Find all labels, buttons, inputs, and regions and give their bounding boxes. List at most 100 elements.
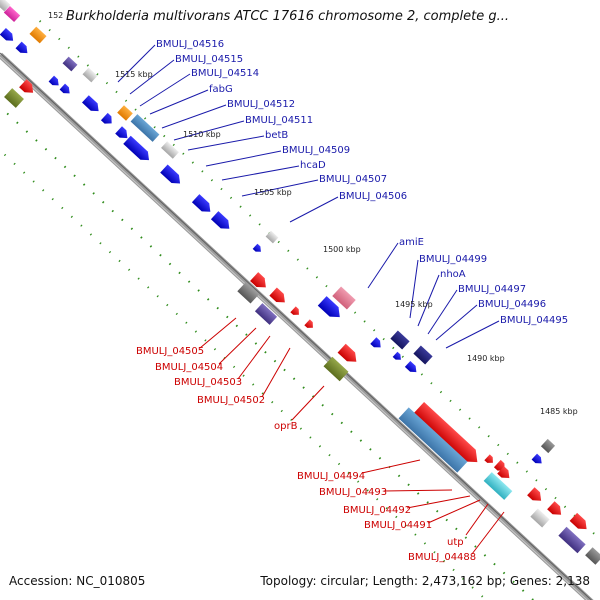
gene-arrow-av-shape <box>547 501 562 515</box>
gene-label-bmulj-04497[interactable]: BMULJ_04497 <box>458 284 527 295</box>
gc-dot-2 <box>481 595 484 598</box>
gc-dot-1 <box>455 527 458 531</box>
gene-arrow-a-shape <box>0 27 14 41</box>
gc-dot-1 <box>25 130 29 133</box>
gene-arrow-k <box>210 211 230 229</box>
gene-arrow-b <box>15 41 28 54</box>
gene-label-bmulj-04491[interactable]: BMULJ_04491 <box>364 520 433 531</box>
gene-label-bmulj-04515[interactable]: BMULJ_04515 <box>175 54 244 65</box>
gene-arrow-g <box>115 126 128 139</box>
gc-dot-2 <box>42 189 45 192</box>
leader-line-11 <box>367 242 399 289</box>
gene-label-bmulj-04506[interactable]: BMULJ_04506 <box>339 191 408 202</box>
gc-dot-1 <box>206 298 210 301</box>
gc-dot-1 <box>82 183 86 186</box>
gc-dot-0 <box>182 152 185 155</box>
gene-arrow-q <box>531 453 542 464</box>
gene-label-bmulj-04511[interactable]: BMULJ_04511 <box>245 115 314 126</box>
gene-label-bmulj-04499[interactable]: BMULJ_04499 <box>419 254 488 265</box>
gene-box-y-shape <box>0 0 11 12</box>
gene-label-bmulj-04495[interactable]: BMULJ_04495 <box>500 315 569 326</box>
gene-label-bmulj-04507[interactable]: BMULJ_04507 <box>319 174 388 185</box>
gc-dot-0 <box>315 276 319 279</box>
gene-label-bmulj-04502[interactable]: BMULJ_04502 <box>197 395 266 406</box>
gc-dot-2 <box>3 153 7 157</box>
gene-label-betb[interactable]: betB <box>265 130 289 141</box>
gene-label-hcad[interactable]: hcaD <box>300 160 326 171</box>
gene-box-ay-shape <box>558 526 586 554</box>
gene-box-u <box>161 141 179 159</box>
gene-label-bmulj-04493[interactable]: BMULJ_04493 <box>319 487 388 498</box>
gc-dot-0 <box>115 90 118 94</box>
gene-label-bmulj-04496[interactable]: BMULJ_04496 <box>478 299 547 310</box>
gc-dot-2 <box>137 277 140 280</box>
gene-arrow-ah-shape <box>250 272 266 288</box>
gene-arrow-m <box>317 296 340 318</box>
gc-dot-2 <box>452 568 455 572</box>
gc-dot-1 <box>407 483 410 486</box>
tick-label-1490: 1490 kbp <box>467 354 505 363</box>
leader-line-24 <box>406 495 471 509</box>
gene-label-bmulj-04505[interactable]: BMULJ_04505 <box>136 346 205 357</box>
gene-box-az-shape <box>585 547 600 565</box>
gene-label-bmulj-04503[interactable]: BMULJ_04503 <box>174 377 243 388</box>
gene-label-bmulj-04488[interactable]: BMULJ_04488 <box>408 552 477 563</box>
gene-label-fabg[interactable]: fabG <box>209 84 233 95</box>
gene-label-bmulj-04514[interactable]: BMULJ_04514 <box>191 68 260 79</box>
gc-dot-1 <box>369 448 372 451</box>
gc-dot-0 <box>86 64 89 67</box>
gc-dot-0 <box>77 55 80 58</box>
gene-arrow-ai-shape <box>269 287 285 303</box>
gene-label-bmulj-04512[interactable]: BMULJ_04512 <box>227 99 296 110</box>
map-title: Burkholderia multivorans ATCC 17616 chro… <box>66 9 509 24</box>
gc-dot-0 <box>544 488 548 491</box>
gc-dot-0 <box>353 311 357 314</box>
gc-dot-1 <box>63 165 67 169</box>
gene-box-ag-shape <box>237 282 259 304</box>
gene-label-bmulj-04494[interactable]: BMULJ_04494 <box>297 471 366 482</box>
gc-dot-0 <box>163 134 166 138</box>
gc-dot-1 <box>16 121 19 125</box>
gc-dot-0 <box>191 161 194 164</box>
gene-label-nhoa[interactable]: nhoA <box>440 269 466 280</box>
gc-dot-2 <box>271 401 274 404</box>
gc-dot-0 <box>48 28 51 32</box>
gene-label-utp[interactable]: utp <box>447 537 464 548</box>
gc-dot-2 <box>309 436 312 439</box>
gc-dot-1 <box>245 333 248 336</box>
leader-line-14 <box>427 289 458 335</box>
gene-label-bmulj-04492[interactable]: BMULJ_04492 <box>343 505 412 516</box>
gc-dot-2 <box>185 321 188 324</box>
gc-dot-1 <box>111 209 114 213</box>
gc-dot-2 <box>156 295 159 298</box>
gc-dot-1 <box>397 474 401 478</box>
gene-box-aj <box>254 303 278 325</box>
gc-dot-2 <box>385 506 388 510</box>
leader-line-4 <box>161 104 227 129</box>
gene-arrow-e <box>81 95 99 112</box>
gene-label-bmulj-04504[interactable]: BMULJ_04504 <box>155 362 224 373</box>
gc-dot-0 <box>363 320 366 323</box>
gene-features <box>0 0 600 565</box>
gene-label-amie[interactable]: amiE <box>399 237 424 248</box>
gene-arrow-i <box>160 164 181 184</box>
gc-dot-1 <box>226 315 229 319</box>
leader-line-22 <box>361 459 421 474</box>
gc-dot-1 <box>340 421 344 425</box>
gc-dot-2 <box>357 480 360 483</box>
gene-label-oprb[interactable]: oprB <box>274 421 298 432</box>
gc-dot-0 <box>449 399 452 403</box>
gene-arrow-ak <box>290 306 299 315</box>
gene-label-bmulj-04509[interactable]: BMULJ_04509 <box>282 145 351 156</box>
gc-dot-1 <box>474 545 477 548</box>
gc-dot-2 <box>175 312 178 316</box>
gene-box-x-shape <box>3 5 21 23</box>
gc-dot-2 <box>70 215 73 218</box>
gc-dot-0 <box>392 346 395 350</box>
gene-arrow-au <box>527 487 542 501</box>
gc-dot-2 <box>194 330 198 333</box>
gene-label-bmulj-04516[interactable]: BMULJ_04516 <box>156 39 225 50</box>
gene-arrow-ar-shape <box>493 459 505 471</box>
gc-dot-2 <box>108 250 112 254</box>
topology-text: Topology: circular; Length: 2,473,162 bp… <box>260 574 590 588</box>
